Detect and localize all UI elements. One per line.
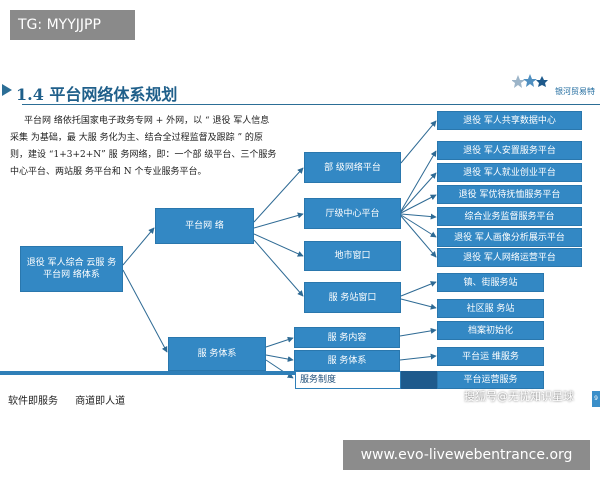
node-service-system: 服 务体系 [168, 337, 266, 371]
footer-slogan: 软件即服务 商道即人道 [8, 392, 139, 407]
leaf-platform-maintenance: 平台运 维服务 [437, 347, 544, 366]
node-service-rules: 服务制度 [295, 371, 401, 389]
watermark-top: TG: MYYJJPP [10, 10, 135, 40]
leaf-platform-operation: 平台运营服务 [437, 371, 544, 389]
title-divider [22, 104, 600, 105]
leaf-data-center: 退役 军人共享数据中心 [437, 111, 582, 130]
node-root: 退役 军人综合 云服 务 平台网 络体系 [20, 246, 123, 292]
node-dept-center-platform: 厅级中心平台 [304, 198, 401, 229]
leaf-archive-init: 档案初始化 [437, 321, 544, 340]
node-station-window: 服 务站窗口 [304, 282, 401, 313]
watermark-bottom: www.evo-livewebentrance.org [343, 440, 590, 470]
leaf-support-platform: 退役 军优待抚恤服务平台 [437, 185, 582, 204]
leaf-employment-platform: 退役 军人就业创业平台 [437, 163, 582, 182]
page-title: 1.4 平台网络体系规划 [16, 85, 178, 104]
leaf-network-ops-platform: 退役 军人网络运营平台 [437, 248, 582, 267]
node-ministry-platform: 部 级网络平台 [304, 152, 401, 183]
node-service-content: 服 务内容 [294, 327, 400, 348]
stars-logo-icon [512, 74, 548, 88]
page-number: 9 [592, 391, 600, 407]
node-service-system-2: 服 务体系 [294, 350, 400, 371]
intro-line: 平台网 络依托国家电子政务专网 + 外网，以 “ 退役 军人信息 [24, 116, 270, 126]
footer-slogan-2: 商道即人道 [75, 396, 126, 407]
footer-dark-block [401, 371, 437, 389]
leaf-supervision-platform: 综合业务监督服务平台 [437, 207, 582, 226]
credit-watermark: 搜狐号@无忧知识星球 [464, 390, 574, 403]
intro-line: 中心平台、两站服 务平台和 N 个专业服务平台。 [10, 167, 207, 177]
leaf-portrait-platform: 退役 军人画像分析展示平台 [437, 228, 582, 247]
leaf-community-station: 社区服 务站 [437, 299, 544, 318]
node-local-window: 地市窗口 [304, 241, 401, 271]
brand-text: 银河贸易特 [555, 87, 595, 96]
footer-accent-bar [0, 371, 295, 375]
intro-line: 则，建设 “1+3+2+N” 服 务网络，即：一个部 级平台、三个服务 [10, 150, 277, 160]
title-arrow-icon [2, 84, 12, 96]
leaf-town-station: 镇、街服务站 [437, 273, 544, 292]
leaf-resettle-platform: 退役 军人安置服务平台 [437, 141, 582, 160]
footer-slogan-1: 软件即服务 [8, 396, 58, 407]
intro-paragraph: 平台网 络依托国家电子政务专网 + 外网，以 “ 退役 军人信息 采集 为基础，… [10, 113, 302, 181]
intro-line: 采集 为基础，最 大服 务化为主、结合全过程监督及跟踪 ” 的原 [10, 133, 263, 143]
node-platform-network: 平台网 络 [155, 208, 254, 244]
